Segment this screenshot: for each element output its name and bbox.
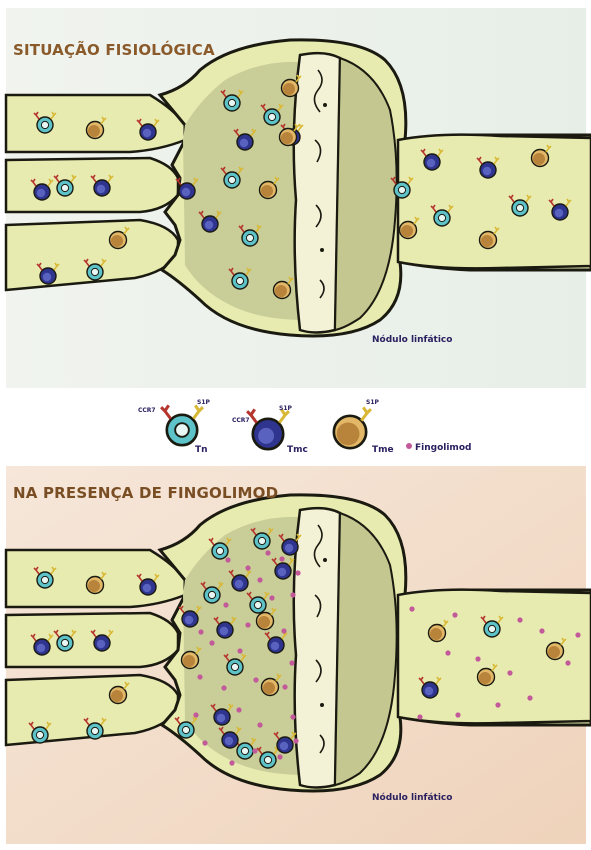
fingolimod-molecule-1: [265, 550, 270, 555]
top-node-label: Nódulo linfático: [372, 334, 452, 345]
fingolimod-molecule-16: [221, 685, 226, 690]
fingolimod-molecule-38: [527, 695, 532, 700]
fingolimod-molecule-28: [409, 606, 414, 611]
legend-fingolimod-dot: [406, 443, 412, 449]
fingolimod-molecule-29: [452, 612, 457, 617]
top-panel-title: SITUAÇÃO FISIOLÓGICA: [13, 40, 215, 59]
fingolimod-molecule-7: [269, 595, 274, 600]
fingolimod-molecule-39: [495, 702, 500, 707]
bottom-node-label: Nódulo linfático: [372, 792, 452, 803]
fingolimod-molecule-25: [252, 748, 257, 753]
fingolimod-molecule-9: [198, 629, 203, 634]
fingolimod-molecule-31: [539, 628, 544, 633]
fingolimod-molecule-5: [295, 570, 300, 575]
fingolimod-molecule-4: [257, 577, 262, 582]
top-efferent-vessel: [398, 135, 591, 269]
fingolimod-molecule-35: [565, 660, 570, 665]
legend-tmc-label: Tmc: [287, 445, 308, 455]
fingolimod-molecule-2: [279, 556, 284, 561]
legend-s1p-label-tn: S1P: [197, 399, 210, 406]
fingolimod-molecule-6: [223, 602, 228, 607]
top-afferent-vessel-2: [6, 158, 178, 212]
bottom-panel-title: NA PRESENÇA DE FINGOLIMOD: [13, 484, 278, 502]
fingolimod-molecule-20: [202, 740, 207, 745]
fingolimod-molecule-19: [193, 712, 198, 717]
legend-fingolimod-label: Fingolimod: [415, 443, 471, 453]
bottom-node-medulla: [294, 508, 340, 787]
fingolimod-molecule-0: [225, 557, 230, 562]
bottom-afferent-vessel-2: [6, 613, 178, 667]
bottom-medulla-dot-1: [323, 558, 327, 562]
top-node-medulla: [294, 53, 340, 332]
legend-ccr7-label-tn: CCR7: [138, 407, 156, 414]
fingolimod-molecule-22: [257, 722, 262, 727]
fingolimod-molecule-40: [575, 632, 580, 637]
fingolimod-molecule-24: [293, 738, 298, 743]
fingolimod-molecule-15: [197, 674, 202, 679]
fingolimod-molecule-18: [282, 684, 287, 689]
fingolimod-molecule-21: [236, 707, 241, 712]
fingolimod-molecule-14: [289, 660, 294, 665]
fingolimod-molecule-17: [253, 677, 258, 682]
legend-s1p-label-tmc: S1P: [279, 405, 292, 412]
fingolimod-molecule-23: [290, 714, 295, 719]
fingolimod-molecule-36: [417, 714, 422, 719]
fingolimod-molecule-12: [237, 648, 242, 653]
top-medulla-dot-2: [320, 248, 324, 252]
fingolimod-molecule-27: [229, 760, 234, 765]
legend-ccr7-label-tmc: CCR7: [232, 417, 250, 424]
legend-s1p-label-tme: S1P: [366, 399, 379, 406]
legend-tme-label: Tme: [372, 445, 394, 455]
fingolimod-molecule-26: [277, 754, 282, 759]
fingolimod-molecule-10: [209, 640, 214, 645]
fingolimod-molecule-32: [445, 650, 450, 655]
bottom-medulla-dot-2: [320, 703, 324, 707]
fingolimod-molecule-13: [281, 628, 286, 633]
top-medulla-dot-1: [323, 103, 327, 107]
legend-tn-label: Tn: [195, 445, 208, 455]
fingolimod-molecule-11: [245, 622, 250, 627]
fingolimod-molecule-34: [507, 670, 512, 675]
fingolimod-molecule-8: [290, 592, 295, 597]
fingolimod-molecule-30: [517, 617, 522, 622]
fingolimod-molecule-33: [475, 656, 480, 661]
fingolimod-molecule-37: [455, 712, 460, 717]
fingolimod-molecule-3: [245, 565, 250, 570]
